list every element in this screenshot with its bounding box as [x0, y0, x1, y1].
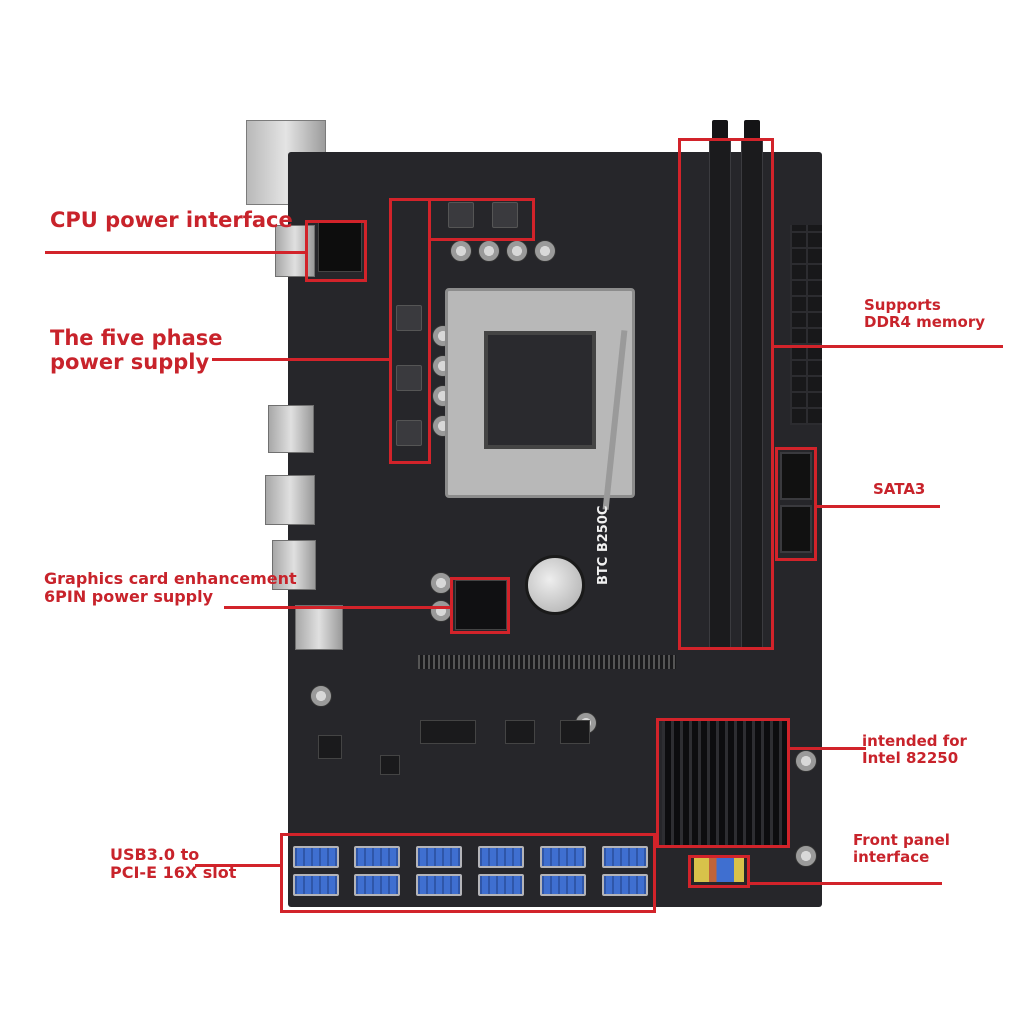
ddr4-dimm-slot-1: [709, 140, 731, 650]
callout-front-panel: Front panel interface: [853, 831, 950, 867]
capacitor: [506, 240, 528, 262]
leader-gpu-6pin: [224, 606, 452, 609]
usb3-port: [416, 874, 462, 896]
callout-intel: intended for Intel 82250: [862, 732, 967, 768]
callout-five-phase: The five phase power supply: [50, 326, 223, 374]
leader-intel: [788, 747, 866, 750]
usb3-port: [602, 874, 648, 896]
usb3-port: [478, 846, 524, 868]
capacitor: [795, 845, 817, 867]
capacitor: [310, 685, 332, 707]
usb3-port: [293, 874, 339, 896]
usb3-port: [478, 874, 524, 896]
cpu-socket-cover: [484, 331, 596, 449]
ddr4-dimm-slot-2: [741, 140, 763, 650]
highlight-vrm-inner-top: [428, 238, 535, 241]
callout-front-panel-line1: Front panel: [853, 831, 950, 849]
ic-chip: [380, 755, 400, 775]
capacitor: [795, 750, 817, 772]
cpu-power-connector: [318, 222, 362, 272]
callout-intel-line1: intended for: [862, 732, 967, 750]
capacitor: [478, 240, 500, 262]
pci-slot: [418, 655, 676, 669]
callout-gpu-6pin-line1: Graphics card enhancement: [44, 569, 297, 588]
usb3-stack-1: [291, 846, 341, 898]
vrm-choke: [396, 365, 422, 391]
callout-front-panel-line2: interface: [853, 848, 930, 867]
callout-gpu-6pin-line2: 6PIN power supply: [44, 587, 214, 607]
header-connector: [505, 720, 535, 744]
chipset-heatsink: [662, 720, 788, 846]
gpu-6pin-connector: [455, 580, 507, 630]
callout-five-phase-line2: power supply: [50, 350, 210, 375]
callout-usb-pcie: USB3.0 to PCI-E 16X slot: [110, 845, 237, 883]
usb3-stack-4: [476, 846, 526, 898]
usb3-port: [540, 874, 586, 896]
vrm-choke: [396, 305, 422, 331]
board-model-label: BTC B250C: [596, 505, 611, 585]
leader-usb-pcie: [195, 864, 282, 867]
usb3-stack-5: [538, 846, 588, 898]
cmos-battery: [525, 555, 585, 615]
capacitor: [534, 240, 556, 262]
capacitor: [430, 572, 452, 594]
vrm-choke: [396, 420, 422, 446]
io-port-usb: [265, 475, 315, 525]
callout-ddr4-line2: DDR4 memory: [864, 313, 986, 332]
leader-cpu-power: [45, 251, 307, 254]
usb3-stack-3: [414, 846, 464, 898]
vrm-choke: [492, 202, 518, 228]
io-port-lan: [272, 540, 316, 590]
atx-24pin-connector: [790, 225, 822, 425]
front-panel-header: [694, 858, 744, 882]
callout-ddr4-line1: Supports: [864, 296, 941, 314]
cpu-socket: [445, 288, 635, 498]
sata-port-1: [780, 452, 812, 500]
leader-ddr4: [773, 345, 1003, 348]
callout-cpu-power: CPU power interface: [50, 208, 293, 232]
leader-sata: [815, 505, 940, 508]
header-connector: [560, 720, 590, 744]
usb3-port: [354, 846, 400, 868]
usb3-port: [416, 846, 462, 868]
leader-five-phase: [212, 358, 390, 361]
highlight-vrm-inner: [428, 238, 431, 464]
usb3-port: [540, 846, 586, 868]
capacitor: [430, 600, 452, 622]
io-port-vga: [295, 605, 343, 650]
ic-chip: [318, 735, 342, 759]
callout-usb-pcie-line2: PCI-E 16X slot: [110, 863, 237, 883]
sata-port-2: [780, 505, 812, 553]
leader-front-panel: [750, 882, 942, 885]
usb3-port: [354, 874, 400, 896]
callout-five-phase-line1: The five phase: [50, 326, 223, 350]
callout-gpu-6pin: Graphics card enhancement 6PIN power sup…: [44, 569, 297, 607]
usb3-port: [602, 846, 648, 868]
callout-ddr4: Supports DDR4 memory: [864, 296, 986, 332]
header-connector: [420, 720, 476, 744]
vrm-choke: [448, 202, 474, 228]
callout-intel-line2: Intel 82250: [862, 749, 959, 768]
callout-usb-pcie-line1: USB3.0 to: [110, 845, 200, 864]
callout-sata: SATA3: [873, 480, 926, 498]
capacitor: [450, 240, 472, 262]
usb3-stack-2: [352, 846, 402, 898]
usb3-port: [293, 846, 339, 868]
io-port-hdmi: [268, 405, 314, 453]
usb3-stack-6: [600, 846, 650, 898]
